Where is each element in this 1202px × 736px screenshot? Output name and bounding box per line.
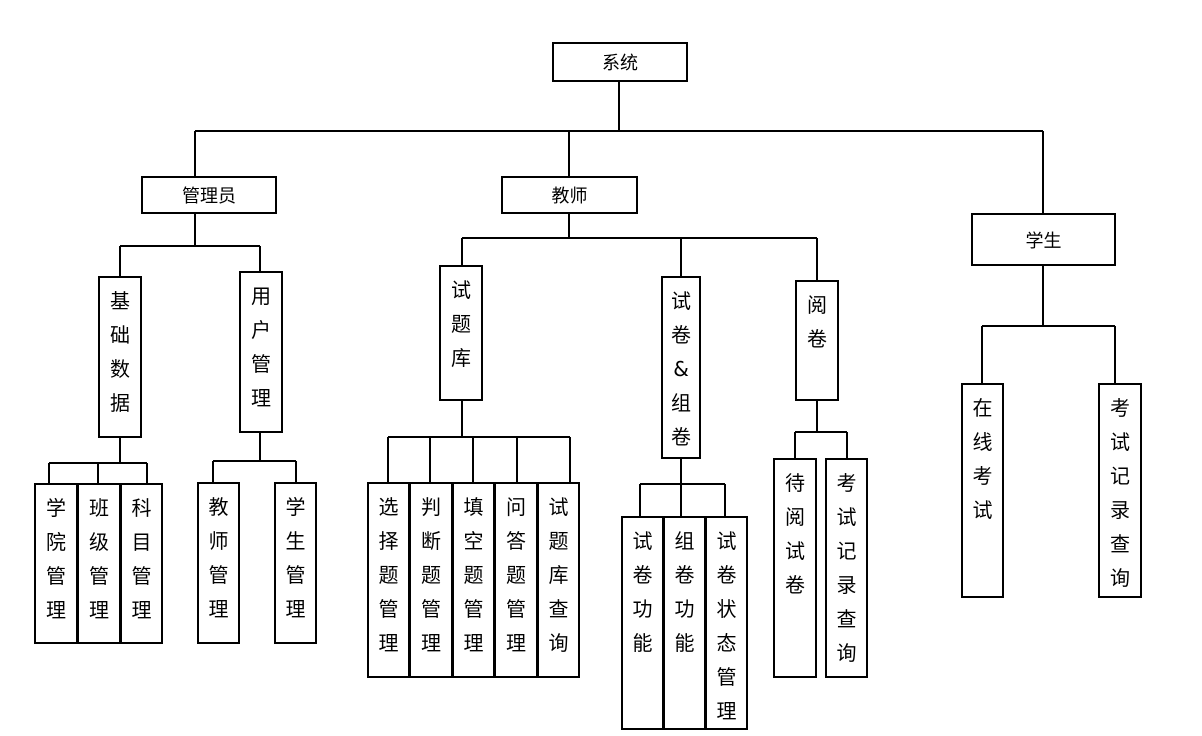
choice-question-node: 选择题管理 [367,482,410,678]
node-label: 基础数据 [110,289,130,415]
node-label: 科目管理 [131,496,152,622]
student-record-query-node: 考试记录查询 [1098,383,1142,598]
teacher-label: 教师 [551,186,588,207]
bank-query-node: 试题库查询 [537,482,580,678]
node-label: 问答题管理 [506,495,526,655]
compose-function-node: 组卷功能 [663,516,706,730]
node-label: 阅卷 [807,293,827,351]
student-node: 学生 [971,213,1116,266]
node-label: 教师管理 [208,495,229,621]
essay-question-node: 问答题管理 [494,482,538,678]
admin-node: 管理员 [141,176,277,214]
node-label: 试题库 [451,278,471,370]
online-exam-node: 在线考试 [961,383,1004,598]
node-label: 组卷功能 [674,529,695,655]
admin-label: 管理员 [182,186,236,207]
node-label: 试卷功能 [632,529,653,655]
node-label: 学院管理 [46,496,66,622]
node-label: 试卷&组卷 [671,289,691,449]
paper-compose-node: 试卷&组卷 [661,276,701,459]
teacher-node: 教师 [501,176,638,214]
node-label: 考试记录查询 [1110,396,1130,590]
college-mgmt-node: 学院管理 [34,483,78,644]
pending-papers-node: 待阅试卷 [773,458,817,678]
student-label: 学生 [1025,230,1062,252]
root-label: 系统 [602,53,638,74]
node-label: 待阅试卷 [785,471,805,597]
paper-status-node: 试卷状态管理 [705,516,748,730]
node-label: 用户管理 [251,284,271,410]
question-bank-node: 试题库 [439,265,483,401]
paper-function-node: 试卷功能 [621,516,664,730]
basic-data-node: 基础数据 [98,276,142,438]
node-label: 填空题管理 [463,495,484,655]
judge-question-node: 判断题管理 [409,482,453,678]
node-label: 选择题管理 [378,495,399,655]
fill-question-node: 填空题管理 [452,482,495,678]
node-label: 试题库查询 [548,495,569,655]
grading-node: 阅卷 [795,280,839,401]
node-label: 学生管理 [285,495,306,621]
user-mgmt-node: 用户管理 [239,271,283,433]
subject-mgmt-node: 科目管理 [120,483,163,644]
node-label: 考试记录查询 [836,471,857,665]
root-node: 系统 [552,42,688,82]
node-label: 班级管理 [89,496,109,622]
grading-record-query-node: 考试记录查询 [825,458,868,678]
student-mgmt-node: 学生管理 [274,482,317,644]
teacher-mgmt-node: 教师管理 [197,482,240,644]
node-label: 试卷状态管理 [716,529,737,723]
node-label: 判断题管理 [421,495,441,655]
node-label: 在线考试 [972,396,993,522]
class-mgmt-node: 班级管理 [77,483,121,644]
